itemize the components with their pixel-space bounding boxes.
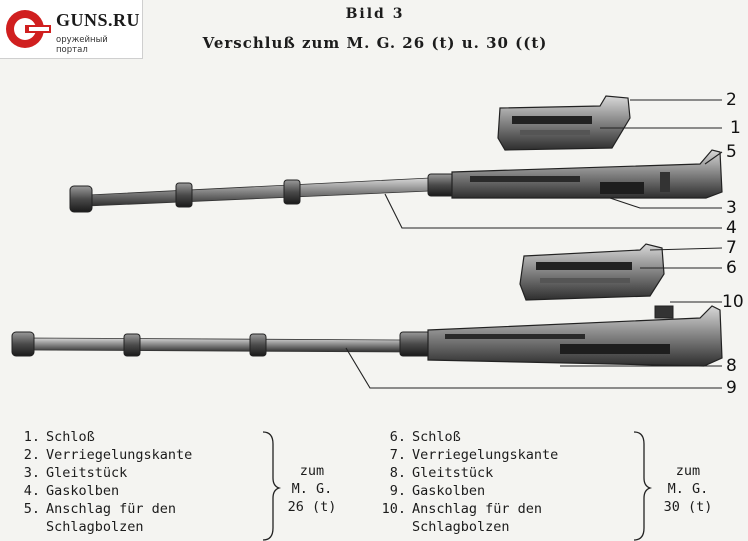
legend-list-group-b: 6.Schloß 7.Verriegelungskante 8.Gleitstü… <box>380 428 559 536</box>
upper-gas-piston-rod <box>69 173 455 213</box>
legend-item: 5.Anschlag für den <box>23 501 177 517</box>
legend-item: 9.Gaskolben <box>389 483 486 499</box>
legend-item: 3.Gleitstück <box>23 465 128 481</box>
site-tagline: оружейный портал <box>56 35 108 55</box>
callout-6: 6 <box>726 258 737 278</box>
callout-1: 1 <box>730 118 741 138</box>
callout-7: 7 <box>726 238 737 258</box>
legend-item: 8.Gleitstück <box>389 465 494 481</box>
brace-group-b <box>633 431 653 541</box>
brace-group-a <box>262 431 282 541</box>
site-logo[interactable]: GUNS.RU оружейный портал <box>0 0 143 59</box>
legend-item: 1.Schloß <box>23 429 95 445</box>
legend-item-continuation: Schlagbolzen <box>46 519 144 535</box>
lower-bolt-carrier <box>427 305 723 367</box>
figure-subtitle: Verschluß zum M. G. 26 (t) u. 30 ((t) <box>202 34 548 52</box>
upper-bolt-carrier <box>451 149 723 199</box>
lower-locking-piece <box>519 243 665 301</box>
legend-group-a-label: zum M. G. 26 (t) <box>287 463 337 515</box>
callout-3: 3 <box>726 198 737 218</box>
callout-leader-lines <box>345 99 723 389</box>
gun-logo-icon <box>6 10 51 48</box>
legend-item: 7.Verriegelungskante <box>389 447 559 463</box>
legend-group-b-label: zum M. G. 30 (t) <box>663 463 713 515</box>
legend-item: 2.Verriegelungskante <box>23 447 193 463</box>
callout-4: 4 <box>726 218 737 238</box>
figure-title: Bild 3 <box>345 6 405 22</box>
callout-2: 2 <box>726 90 737 110</box>
callout-5: 5 <box>726 142 737 162</box>
lower-gas-piston-rod <box>11 331 431 357</box>
legend-list-group-a: 1.Schloß 2.Verriegelungskante 3.Gleitstü… <box>14 428 193 536</box>
legend-item: 6.Schloß <box>389 429 461 445</box>
callout-9: 9 <box>726 378 737 398</box>
legend-item-continuation: Schlagbolzen <box>412 519 510 535</box>
callout-8: 8 <box>726 356 737 376</box>
legend-item: 10.Anschlag für den <box>381 501 543 517</box>
callout-10: 10 <box>722 292 744 312</box>
upper-locking-piece <box>497 95 631 151</box>
site-name: GUNS.RU <box>56 10 141 30</box>
legend-item: 4.Gaskolben <box>23 483 120 499</box>
